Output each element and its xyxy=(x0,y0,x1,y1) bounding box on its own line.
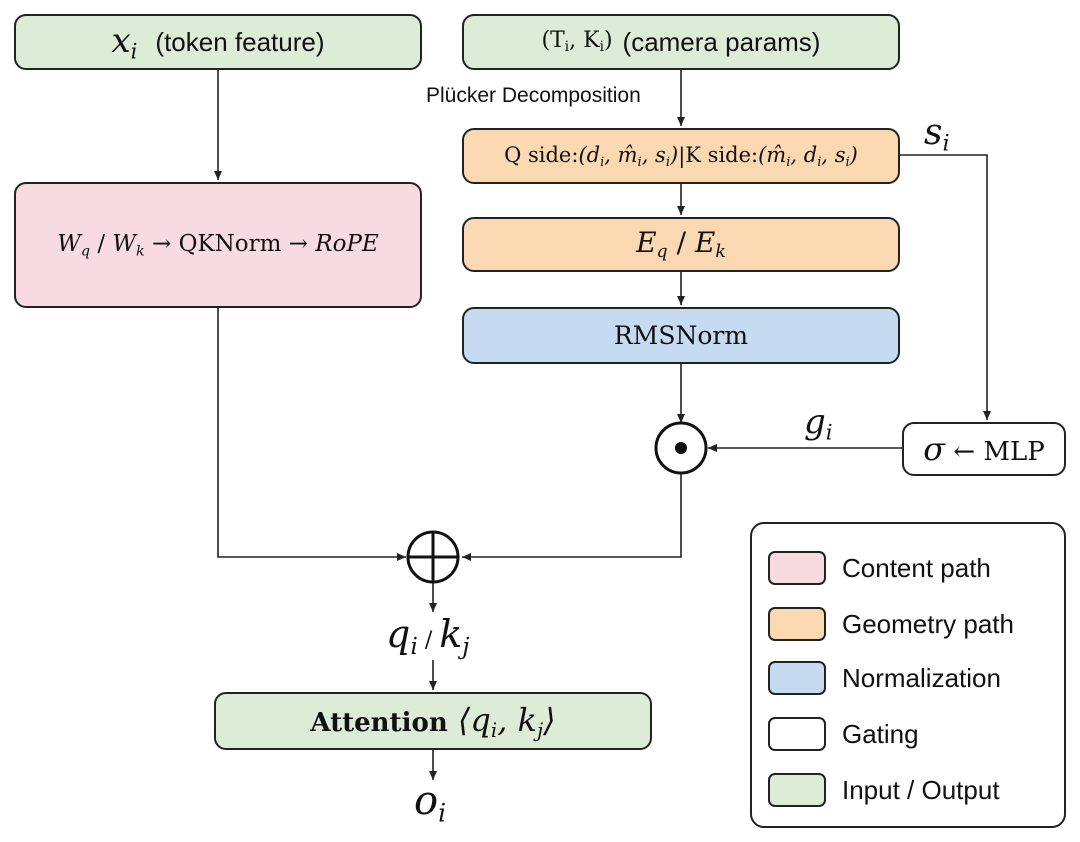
mlp-gate-box: σ ← MLP xyxy=(902,422,1066,476)
rmsnorm-label: RMSNorm xyxy=(613,321,749,350)
legend-item-gating: Gating xyxy=(768,716,919,752)
arrow-odot-to-oplus xyxy=(462,474,682,561)
q-side-text: Q side:(di, m̂i, si) xyxy=(504,142,679,170)
output-o-i-label: oi xyxy=(414,778,447,828)
k-side-text: K side:(m̂i, di, si) xyxy=(685,142,858,170)
camera-params-label: (camera params) xyxy=(622,26,821,57)
odot-node xyxy=(654,421,708,475)
legend-label-normalization: Normalization xyxy=(842,662,1001,693)
s-i-label: si xyxy=(924,112,950,157)
rmsnorm-box: RMSNorm xyxy=(462,307,900,364)
qk-output-label: qi / kj xyxy=(386,612,470,661)
token-feature-label: (token feature) xyxy=(155,26,325,57)
qk-separator: | xyxy=(678,144,686,168)
legend-swatch-normalization xyxy=(768,661,826,695)
camera-math: (Ti, Ki) xyxy=(541,28,613,56)
encoder-text: Eq / Ek xyxy=(636,226,726,263)
encoder-box: Eq / Ek xyxy=(462,217,900,272)
legend-swatch-geometry xyxy=(768,607,826,641)
legend-item-normalization: Normalization xyxy=(768,660,1001,696)
legend-label-input-output: Input / Output xyxy=(842,774,1000,805)
token-symbol: xi xyxy=(111,20,138,64)
qk-sides-box: Q side:(di, m̂i, si) | K side:(m̂i, di, … xyxy=(462,128,900,184)
legend-swatch-gating xyxy=(768,717,826,751)
legend-item-input-output: Input / Output xyxy=(768,772,1000,808)
content-path-box: Wq / Wk → QKNorm → RoPE xyxy=(14,182,422,308)
legend: Content path Geometry path Normalization… xyxy=(750,522,1066,828)
camera-params-box: (Ti, Ki) (camera params) xyxy=(462,14,900,70)
attention-box: Attention ⟨qi, kj⟩ xyxy=(214,692,652,750)
content-path-text: Wq / Wk → QKNorm → RoPE xyxy=(57,230,379,260)
arrow-s-to-mlp xyxy=(900,154,991,420)
legend-item-geometry-path: Geometry path xyxy=(768,606,1014,642)
attention-text: Attention ⟨qi, kj⟩ xyxy=(310,700,556,742)
mlp-gate-text: σ ← MLP xyxy=(923,430,1045,468)
g-i-label: gi xyxy=(804,402,833,445)
legend-label-geometry: Geometry path xyxy=(842,608,1014,639)
legend-label-gating: Gating xyxy=(842,718,919,749)
token-feature-box: xi (token feature) xyxy=(14,14,422,70)
legend-swatch-content xyxy=(768,551,826,585)
legend-swatch-input-output xyxy=(768,773,826,807)
arrow-content-to-oplus xyxy=(217,308,406,561)
plucker-decomposition-label: Plücker Decomposition xyxy=(426,84,641,107)
legend-label-content: Content path xyxy=(842,552,991,583)
oplus-node xyxy=(406,530,460,584)
legend-item-content-path: Content path xyxy=(768,550,991,586)
